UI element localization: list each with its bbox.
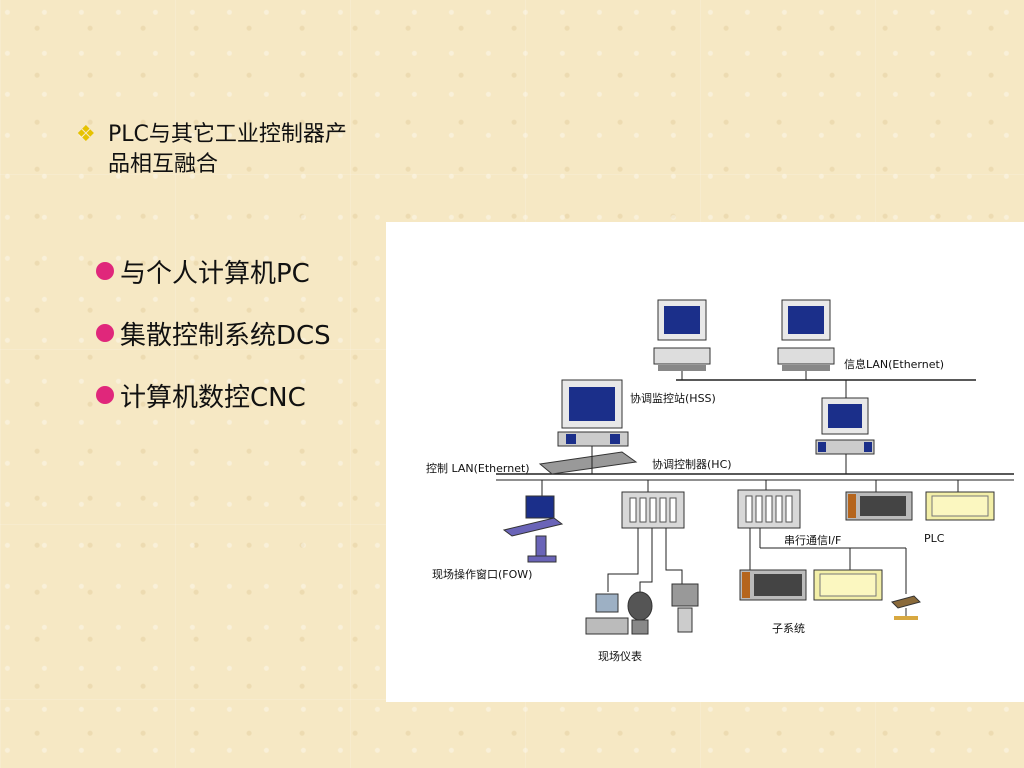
bullet-dot-icon [96,262,114,280]
hc-label: 协调控制器(HC) [652,457,732,471]
sensor-device-icon [891,595,921,620]
plc-rack-icon [925,480,995,521]
bullet-item-pc: 与个人计算机PC [96,240,331,302]
subsystem-rack-icon [739,569,807,601]
diamond-star-icon: ❖ [76,122,96,147]
field-instruments-label: 现场仪表 [598,649,642,663]
subsystem-rack-icon [813,569,883,601]
workstation-icon [653,299,711,380]
network-diagram-svg: 信息LAN(Ethernet) 协调监控站(HSS) 控制 LAN(Ethern… [426,299,1014,663]
slide-heading: ❖ PLC与其它工业控制器产 品相互融合 [76,120,436,180]
plc-rack-icon [845,480,913,521]
control-lan-label: 控制 LAN(Ethernet) [426,461,530,475]
fow-terminal-icon [502,480,564,563]
fow-label: 现场操作窗口(FOW) [432,567,532,581]
bullet-item-cnc: 计算机数控CNC [96,364,331,426]
serial-if-label: 串行通信I/F [784,534,841,547]
bullet-label: 计算机数控CNC [120,382,306,413]
heading-text: PLC与其它工业控制器产 品相互融合 [108,120,347,180]
bullet-dot-icon [96,386,114,404]
plc-label: PLC [924,532,945,545]
heading-line-2: 品相互融合 [108,152,219,177]
workstation-icon [777,299,835,380]
heading-line-1: PLC与其它工业控制器产 [108,122,347,147]
bullet-list: 与个人计算机PC 集散控制系统DCS 计算机数控CNC [96,240,331,426]
network-diagram: 信息LAN(Ethernet) 协调监控站(HSS) 控制 LAN(Ethern… [386,222,1024,702]
flow-meter-icon [627,591,653,635]
controller-rack-icon [737,480,801,529]
hss-label: 协调监控站(HSS) [630,391,716,405]
bullet-label: 与个人计算机PC [120,258,310,289]
bullet-dot-icon [96,324,114,342]
controller-rack-icon [621,480,685,529]
transmitter-icon [671,583,699,633]
bullet-label: 集散控制系统DCS [120,320,331,351]
subsystem-label: 子系统 [772,622,805,635]
info-lan-label: 信息LAN(Ethernet) [844,357,944,371]
bullet-item-dcs: 集散控制系统DCS [96,302,331,364]
workstation-icon [815,380,875,474]
hss-workstation-icon [538,379,638,475]
valve-instrument-icon [585,593,629,635]
